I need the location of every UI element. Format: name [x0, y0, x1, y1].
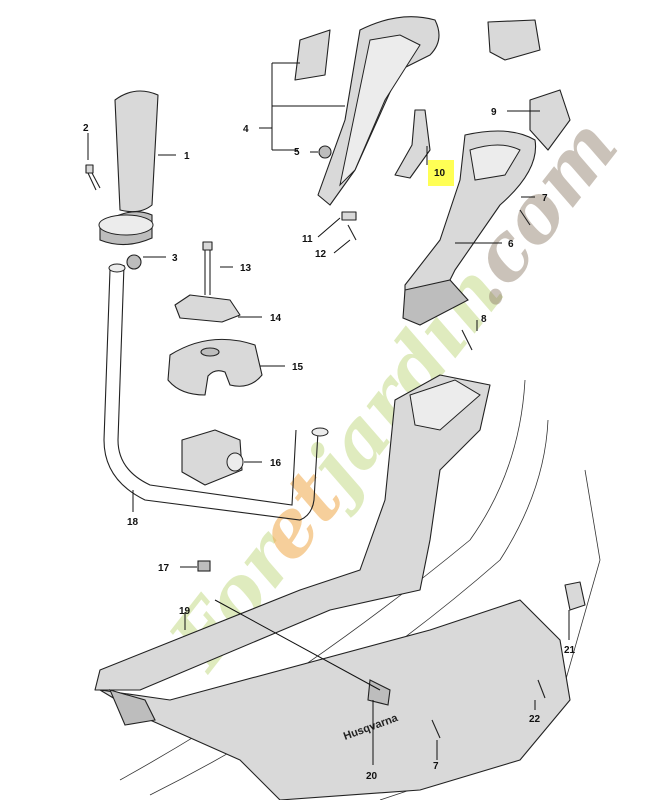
callout-21: 21 [564, 645, 576, 656]
screw-8 [461, 329, 473, 351]
callout-12: 12 [315, 249, 327, 260]
callout-15: 15 [292, 362, 304, 373]
callout-19: 19 [179, 606, 191, 617]
watermark: For et jardin .com [151, 102, 636, 687]
callout-labels: 1 2 3 4 5 6 7 7 8 9 10 11 12 13 14 15 16… [83, 107, 576, 782]
screw-7b [431, 719, 441, 739]
square-nut-17 [197, 560, 211, 572]
callout-6: 6 [508, 239, 514, 250]
screw-12 [347, 224, 357, 241]
bent-tube [103, 263, 329, 521]
bolt-13 [202, 241, 213, 295]
callout-7-upper: 7 [542, 193, 548, 204]
throttle-trigger-10 [394, 109, 431, 179]
callout-18: 18 [127, 517, 139, 528]
screw-7a [519, 209, 531, 226]
callout-11: 11 [302, 234, 313, 245]
callout-4: 4 [243, 124, 249, 135]
callout-10: 10 [434, 168, 446, 179]
clamp-cover-15 [167, 338, 263, 396]
clamp-14 [174, 294, 241, 323]
plug-21 [564, 581, 586, 611]
screw-22 [537, 679, 546, 699]
callout-1: 1 [184, 151, 190, 162]
callout-9: 9 [491, 107, 497, 118]
callout-3: 3 [172, 253, 178, 264]
leader-lines [87, 62, 570, 765]
callout-7-lower: 7 [433, 761, 439, 772]
main-frame [94, 374, 571, 800]
callout-13: 13 [240, 263, 252, 274]
rear-handle-6 [402, 130, 537, 326]
callout-22: 22 [529, 714, 541, 725]
callout-16: 16 [270, 458, 282, 469]
callout-5: 5 [294, 147, 300, 158]
clamp-bracket-16 [181, 429, 244, 486]
nut-3 [126, 254, 142, 270]
callout-14: 14 [270, 313, 282, 324]
switch-9 [487, 19, 571, 151]
clip-11 [341, 211, 357, 221]
callout-8: 8 [481, 314, 487, 325]
throttle-handle-4 [294, 16, 440, 206]
callout-17: 17 [158, 563, 170, 574]
callout-20: 20 [366, 771, 378, 782]
callout-2: 2 [83, 123, 89, 134]
highlight-box-10 [428, 160, 454, 186]
handle-grip [98, 90, 159, 246]
nut-5 [318, 145, 332, 159]
bolt-2 [85, 164, 101, 191]
